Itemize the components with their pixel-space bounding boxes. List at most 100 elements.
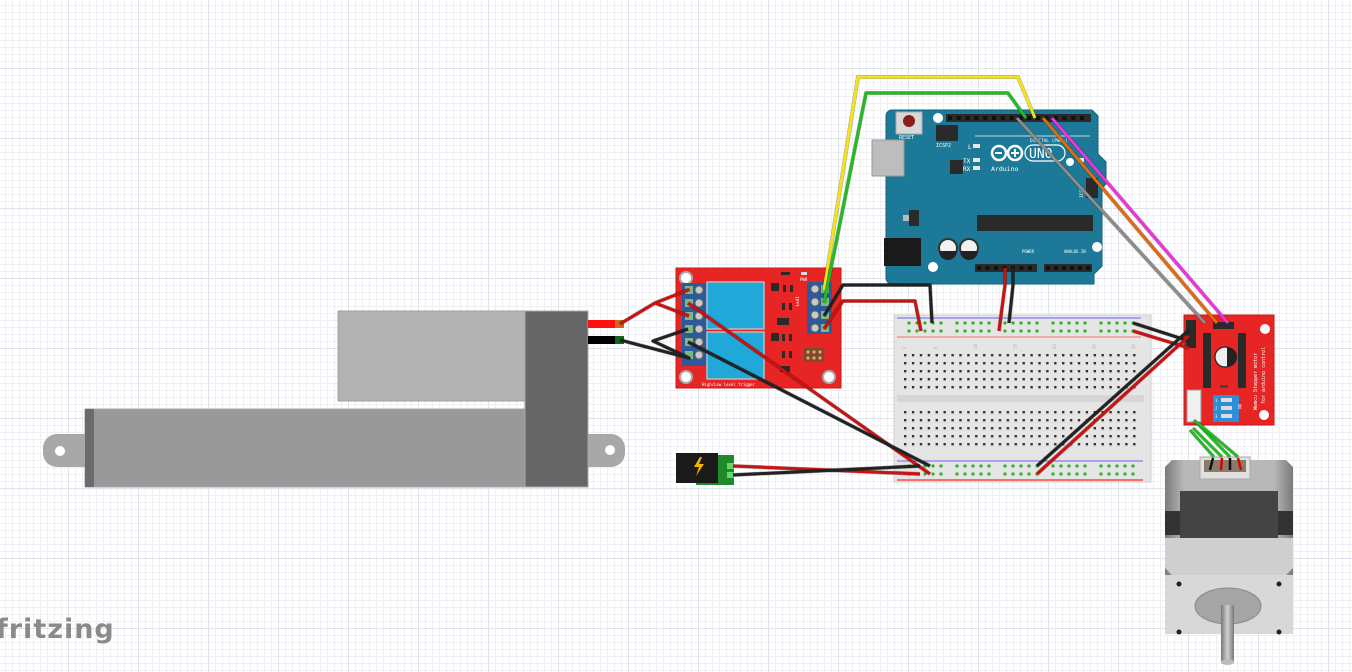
breadboard-hole[interactable] xyxy=(1054,378,1057,381)
breadboard-hole[interactable] xyxy=(1109,386,1112,389)
breadboard-hole[interactable] xyxy=(951,411,954,414)
breadboard-hole[interactable] xyxy=(990,354,994,357)
wire-black-actuator[interactable] xyxy=(619,327,691,360)
breadboard-hole[interactable] xyxy=(1093,411,1096,414)
rail-hole[interactable] xyxy=(1083,472,1087,476)
linear-actuator[interactable] xyxy=(43,310,625,488)
header-pin[interactable] xyxy=(956,116,961,120)
breadboard-hole[interactable] xyxy=(1093,378,1096,381)
breadboard-hole[interactable] xyxy=(1085,378,1089,381)
breadboard-hole[interactable] xyxy=(1022,435,1025,438)
jumper-pin[interactable] xyxy=(806,356,810,360)
wire-green-motor-4[interactable] xyxy=(1189,429,1215,458)
header-pin[interactable] xyxy=(1009,116,1014,120)
breadboard-hole[interactable] xyxy=(1062,427,1065,430)
breadboard-hole[interactable] xyxy=(975,378,978,381)
breadboard-hole[interactable] xyxy=(1077,354,1081,357)
rail-hole[interactable] xyxy=(963,329,967,333)
rail-hole[interactable] xyxy=(939,329,943,333)
wire-magenta-driver[interactable] xyxy=(1050,117,1230,324)
breadboard-hole[interactable] xyxy=(1046,435,1049,438)
breadboard-hole[interactable] xyxy=(959,362,962,365)
breadboard-hole[interactable] xyxy=(1093,443,1096,446)
wire-yellow-relay-in1[interactable] xyxy=(822,75,1037,291)
rail-hole[interactable] xyxy=(987,321,991,325)
breadboard-hole[interactable] xyxy=(1062,386,1065,389)
rail-hole[interactable] xyxy=(1035,321,1039,325)
breadboard-hole[interactable] xyxy=(1046,443,1049,446)
breadboard-hole[interactable] xyxy=(967,435,970,438)
rail-hole[interactable] xyxy=(971,329,975,333)
breadboard-hole[interactable] xyxy=(1133,443,1136,446)
rail-hole[interactable] xyxy=(1003,329,1007,333)
terminal-contact[interactable] xyxy=(685,351,693,359)
breadboard-hole[interactable] xyxy=(1038,427,1041,430)
breadboard-hole[interactable] xyxy=(1069,427,1073,430)
rail-hole[interactable] xyxy=(963,472,967,476)
breadboard-hole[interactable] xyxy=(904,362,907,365)
breadboard-hole[interactable] xyxy=(1077,443,1081,446)
breadboard-hole[interactable] xyxy=(1069,370,1073,373)
breadboard-hole[interactable] xyxy=(967,370,970,373)
breadboard-hole[interactable] xyxy=(1117,435,1120,438)
breadboard-hole[interactable] xyxy=(975,419,978,422)
breadboard-hole[interactable] xyxy=(1117,427,1120,430)
breadboard-hole[interactable] xyxy=(1046,386,1049,389)
breadboard-hole[interactable] xyxy=(967,378,970,381)
breadboard-hole[interactable] xyxy=(1077,386,1081,389)
header-pin[interactable] xyxy=(977,266,981,270)
breadboard-hole[interactable] xyxy=(990,443,994,446)
breadboard-hole[interactable] xyxy=(1022,354,1025,357)
breadboard-hole[interactable] xyxy=(919,354,923,357)
rail-hole[interactable] xyxy=(1083,329,1087,333)
breadboard-hole[interactable] xyxy=(1069,362,1073,365)
breadboard-hole[interactable] xyxy=(1117,354,1120,357)
breadboard-hole[interactable] xyxy=(1085,386,1089,389)
breadboard-hole[interactable] xyxy=(1085,362,1089,365)
breadboard-hole[interactable] xyxy=(943,362,946,365)
terminal-screw[interactable] xyxy=(694,324,704,334)
breadboard-hole[interactable] xyxy=(998,362,1002,365)
rail-hole[interactable] xyxy=(1059,472,1063,476)
breadboard-hole[interactable] xyxy=(1038,378,1041,381)
wire-black-diagonal[interactable] xyxy=(1035,328,1191,468)
driver-top-header[interactable] xyxy=(1213,322,1234,329)
jumper-pin[interactable] xyxy=(812,350,816,354)
breadboard-hole[interactable] xyxy=(911,435,915,438)
breadboard-hole[interactable] xyxy=(967,362,970,365)
breadboard-hole[interactable] xyxy=(1046,419,1049,422)
motor-shaft[interactable] xyxy=(1221,605,1234,663)
breadboard-hole[interactable] xyxy=(943,435,946,438)
breadboard-hole[interactable] xyxy=(1006,443,1010,446)
breadboard-hole[interactable] xyxy=(990,427,994,430)
breadboard-hole[interactable] xyxy=(1046,411,1049,414)
terminal-screw[interactable] xyxy=(810,323,820,333)
stepper-driver-board[interactable]: 1 2 3 ON Wemcu Stepper motor for arduino… xyxy=(1183,314,1275,426)
wire-green-relay-in2[interactable] xyxy=(822,91,1028,304)
breadboard-hole[interactable] xyxy=(1006,378,1010,381)
breadboard-hole[interactable] xyxy=(904,386,907,389)
breadboard-hole[interactable] xyxy=(1030,435,1033,438)
breadboard-hole[interactable] xyxy=(1030,419,1033,422)
breadboard-hole[interactable] xyxy=(943,370,946,373)
breadboard-hole[interactable] xyxy=(1117,411,1120,414)
header-pin[interactable] xyxy=(1044,116,1049,120)
breadboard-hole[interactable] xyxy=(1014,370,1017,373)
wire-red-actuator[interactable] xyxy=(619,288,690,326)
breadboard-hole[interactable] xyxy=(1077,411,1081,414)
rail-hole[interactable] xyxy=(979,321,983,325)
breadboard-hole[interactable] xyxy=(1054,354,1057,357)
rail-hole[interactable] xyxy=(923,329,927,333)
breadboard-hole[interactable] xyxy=(1014,419,1017,422)
rail-hole[interactable] xyxy=(963,464,967,468)
breadboard-hole[interactable] xyxy=(983,362,986,365)
breadboard-hole[interactable] xyxy=(911,362,915,365)
breadboard-hole[interactable] xyxy=(919,443,923,446)
breadboard-hole[interactable] xyxy=(1054,443,1057,446)
breadboard-hole[interactable] xyxy=(1133,435,1136,438)
breadboard-hole[interactable] xyxy=(1133,411,1136,414)
rail-hole[interactable] xyxy=(971,472,975,476)
breadboard-hole[interactable] xyxy=(943,378,946,381)
header-pin[interactable] xyxy=(965,116,970,120)
breadboard-hole[interactable] xyxy=(1085,443,1089,446)
